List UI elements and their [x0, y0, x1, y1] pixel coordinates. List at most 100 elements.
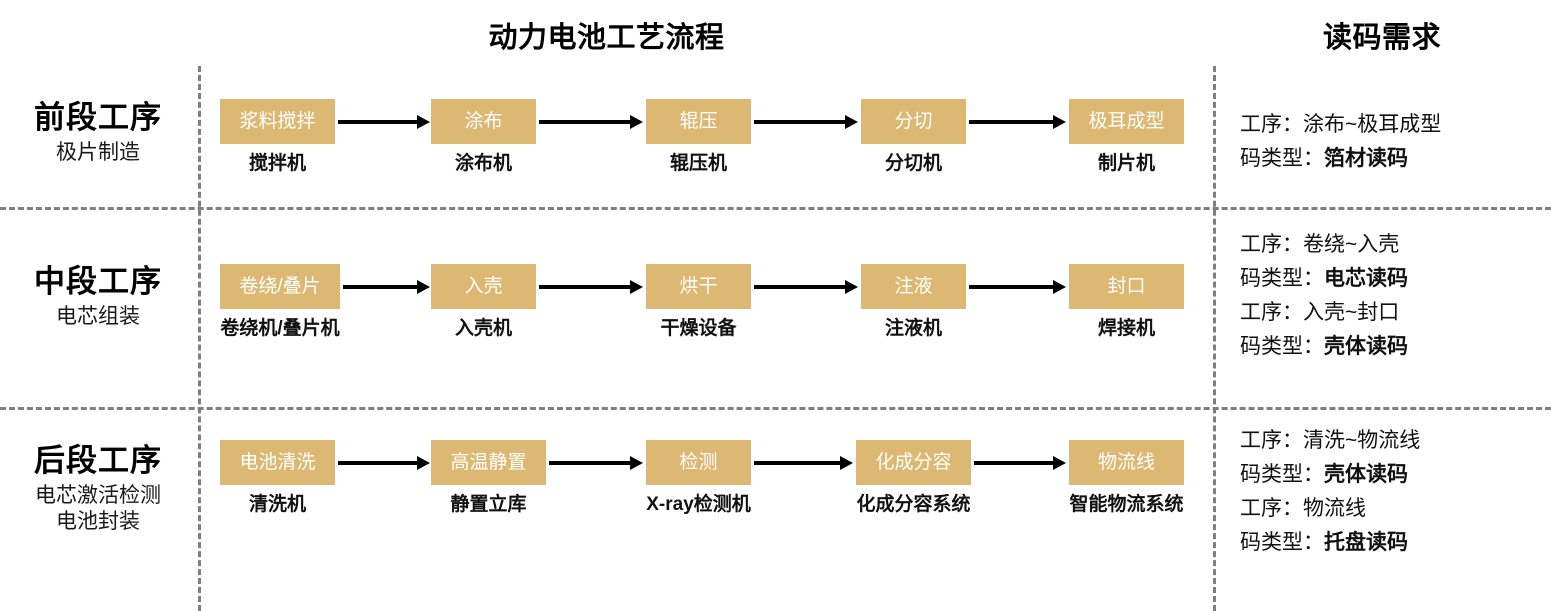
process-node-equipment: 化成分容系统 — [856, 494, 971, 515]
requirement-process-label: 工序： — [1240, 301, 1303, 325]
requirement-code: 码类型：壳体读码 — [1240, 458, 1545, 492]
process-node-equipment: 智能物流系统 — [1069, 494, 1184, 515]
process-node-box[interactable]: 卷绕/叠片 — [220, 264, 340, 309]
requirement-code-value: 箔材读码 — [1324, 147, 1408, 171]
flow-arrow — [974, 456, 1066, 470]
process-node-box[interactable]: 烘干 — [646, 264, 751, 309]
process-node[interactable]: 辊压 辊压机 — [646, 99, 751, 174]
process-node[interactable]: 分切 分切机 — [861, 99, 966, 174]
process-node-label: 卷绕/叠片 — [239, 276, 321, 297]
process-node[interactable]: 高温静置 静置立库 — [431, 440, 546, 515]
stage-label-middle: 中段工序 电芯组装 — [0, 264, 196, 330]
requirement-process-value: 卷绕~入壳 — [1303, 233, 1400, 256]
process-node-label: 高温静置 — [450, 452, 527, 473]
process-node-box[interactable]: 极耳成型 — [1069, 99, 1184, 144]
horizontal-divider-2 — [0, 407, 1551, 410]
flow-arrow — [969, 280, 1066, 294]
process-node-label: 检测 — [679, 452, 718, 473]
requirement-process-label: 工序： — [1240, 429, 1303, 452]
process-node[interactable]: 入壳 入壳机 — [431, 264, 536, 339]
requirement-process: 工序：涂布~极耳成型 — [1240, 108, 1545, 142]
flow-row-middle: 卷绕/叠片 卷绕机/叠片机 入壳 入壳机 烘干 干燥设备 注液 注液机 封口 — [198, 264, 1213, 384]
process-node-label: 分切 — [894, 111, 933, 132]
requirement-process: 工序：卷绕~入壳 — [1240, 228, 1545, 262]
process-node[interactable]: 物流线 智能物流系统 — [1069, 440, 1184, 515]
flow-arrow — [343, 280, 430, 294]
process-node[interactable]: 卷绕/叠片 卷绕机/叠片机 — [220, 264, 340, 339]
flow-arrow — [754, 456, 853, 470]
requirement-code-label: 码类型： — [1240, 463, 1324, 487]
stage-title-middle: 中段工序 — [34, 264, 162, 299]
process-node-equipment: 搅拌机 — [248, 153, 306, 174]
process-node[interactable]: 化成分容 化成分容系统 — [856, 440, 971, 515]
process-node[interactable]: 封口 焊接机 — [1069, 264, 1184, 339]
process-node-equipment: 涂布机 — [454, 153, 512, 174]
process-node-label: 极耳成型 — [1088, 111, 1165, 132]
flow-row-front: 浆料搅拌 搅拌机 涂布 涂布机 辊压 辊压机 分切 分切机 极耳成型 制片机 — [198, 99, 1213, 219]
process-node-equipment: 清洗机 — [248, 494, 306, 515]
requirement-code: 码类型：电芯读码 — [1240, 262, 1545, 296]
stage-label-front: 前段工序 极片制造 — [0, 100, 196, 166]
process-node-equipment: 入壳机 — [454, 318, 512, 339]
process-node[interactable]: 涂布 涂布机 — [431, 99, 536, 174]
process-node-equipment: 静置立库 — [450, 494, 527, 515]
flow-arrow — [549, 456, 643, 470]
vertical-divider-right — [1213, 66, 1216, 611]
stage-title-back: 后段工序 — [34, 443, 162, 478]
requirement-block-middle: 工序：卷绕~入壳 码类型：电芯读码 工序：入壳~封口 码类型：壳体读码 — [1240, 228, 1545, 364]
requirement-code: 码类型：托盘读码 — [1240, 526, 1545, 560]
stage-subtitle-back-line2: 电池封装 — [56, 509, 140, 533]
process-node[interactable]: 烘干 干燥设备 — [646, 264, 751, 339]
process-node[interactable]: 注液 注液机 — [861, 264, 966, 339]
process-node-equipment: 制片机 — [1097, 153, 1155, 174]
requirement-code-value: 托盘读码 — [1324, 531, 1408, 555]
requirement-code-label: 码类型： — [1240, 335, 1324, 359]
stage-label-back: 后段工序 电芯激活检测 电池封装 — [0, 443, 196, 535]
flow-arrow — [338, 456, 430, 470]
stage-subtitle-front: 极片制造 — [56, 140, 140, 164]
process-node-box[interactable]: 注液 — [861, 264, 966, 309]
process-node-box[interactable]: 分切 — [861, 99, 966, 144]
requirement-code: 码类型：壳体读码 — [1240, 330, 1545, 364]
horizontal-divider-1 — [0, 207, 1551, 210]
requirement-process-value: 入壳~封口 — [1303, 301, 1400, 325]
process-node-box[interactable]: 物流线 — [1069, 440, 1184, 485]
flow-row-back: 电池清洗 清洗机 高温静置 静置立库 检测 X-ray检测机 化成分容 化成分容… — [198, 440, 1213, 560]
process-node-box[interactable]: 辊压 — [646, 99, 751, 144]
process-node-label: 辊压 — [679, 111, 718, 132]
process-node-label: 注液 — [894, 276, 933, 297]
requirement-process-value: 物流线 — [1303, 497, 1366, 521]
process-node-equipment: 干燥设备 — [660, 318, 737, 339]
process-node-label: 化成分容 — [875, 452, 952, 473]
process-node-box[interactable]: 浆料搅拌 — [220, 99, 335, 144]
process-node-label: 涂布 — [464, 111, 503, 132]
process-node-box[interactable]: 封口 — [1069, 264, 1184, 309]
requirement-process-label: 工序： — [1240, 497, 1303, 521]
requirement-block-back: 工序：清洗~物流线 码类型：壳体读码 工序：物流线 码类型：托盘读码 — [1240, 424, 1545, 560]
requirement-process-value: 清洗~物流线 — [1303, 429, 1421, 452]
process-node-box[interactable]: 涂布 — [431, 99, 536, 144]
process-node-label: 入壳 — [464, 276, 503, 297]
requirement-code-value: 壳体读码 — [1324, 335, 1408, 359]
process-node[interactable]: 电池清洗 清洗机 — [220, 440, 335, 515]
process-node-box[interactable]: 电池清洗 — [220, 440, 335, 485]
stage-subtitle-back: 电芯激活检测 电池封装 — [0, 483, 196, 536]
process-node-box[interactable]: 检测 — [646, 440, 751, 485]
flow-title: 动力电池工艺流程 — [488, 22, 725, 54]
process-node-equipment: 注液机 — [884, 318, 942, 339]
requirement-process-label: 工序： — [1240, 233, 1303, 256]
process-node-equipment: 焊接机 — [1097, 318, 1155, 339]
requirement-process: 工序：清洗~物流线 — [1240, 424, 1545, 458]
process-node-box[interactable]: 入壳 — [431, 264, 536, 309]
stage-title-front: 前段工序 — [34, 100, 162, 135]
process-node-equipment: 分切机 — [884, 153, 942, 174]
process-node-label: 电池清洗 — [239, 452, 316, 473]
stage-subtitle-middle: 电芯组装 — [56, 304, 140, 328]
process-node[interactable]: 检测 X-ray检测机 — [646, 440, 751, 515]
process-node-box[interactable]: 化成分容 — [856, 440, 971, 485]
process-node-box[interactable]: 高温静置 — [431, 440, 546, 485]
requirement-code-value: 电芯读码 — [1324, 267, 1408, 291]
process-node[interactable]: 极耳成型 制片机 — [1069, 99, 1184, 174]
process-node[interactable]: 浆料搅拌 搅拌机 — [220, 99, 335, 174]
